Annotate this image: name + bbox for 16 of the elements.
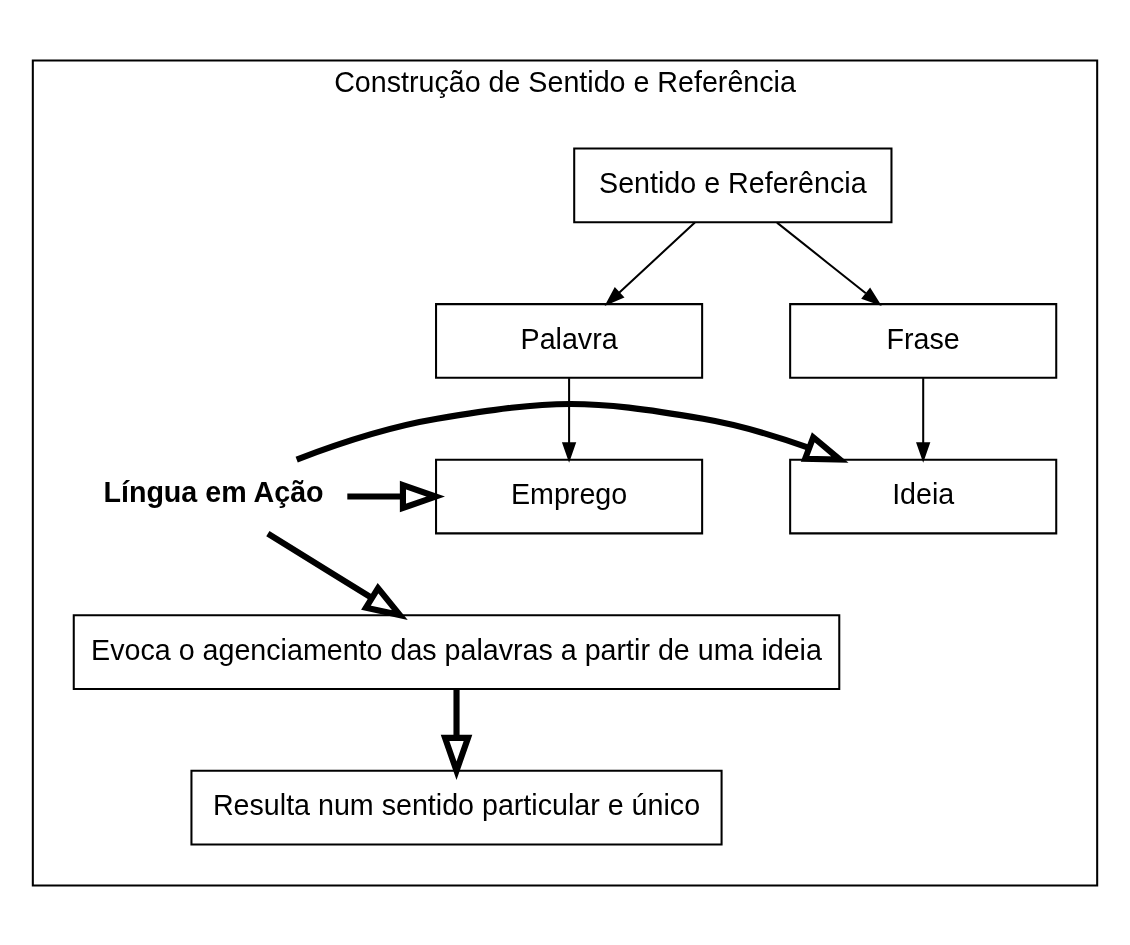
node-text: Língua em Ação [103,475,324,508]
node-box: Resulta num sentido particular e único [190,769,723,846]
arrow [266,530,408,620]
arrow [440,688,473,780]
arrow [916,377,931,463]
node-box: Emprego [435,458,704,534]
arrow [604,221,696,306]
node-box: Palavra [435,302,704,379]
node-box: Sentido e Referência [573,147,893,223]
node-box: Frase [789,302,1058,379]
node-box: Ideia [789,458,1058,534]
node-box: Evoca o agenciamento das palavras a partir de uma ideia [72,613,841,690]
arrow [347,480,445,512]
arrow [295,400,849,463]
arrow [561,377,577,463]
arrow [776,221,882,306]
